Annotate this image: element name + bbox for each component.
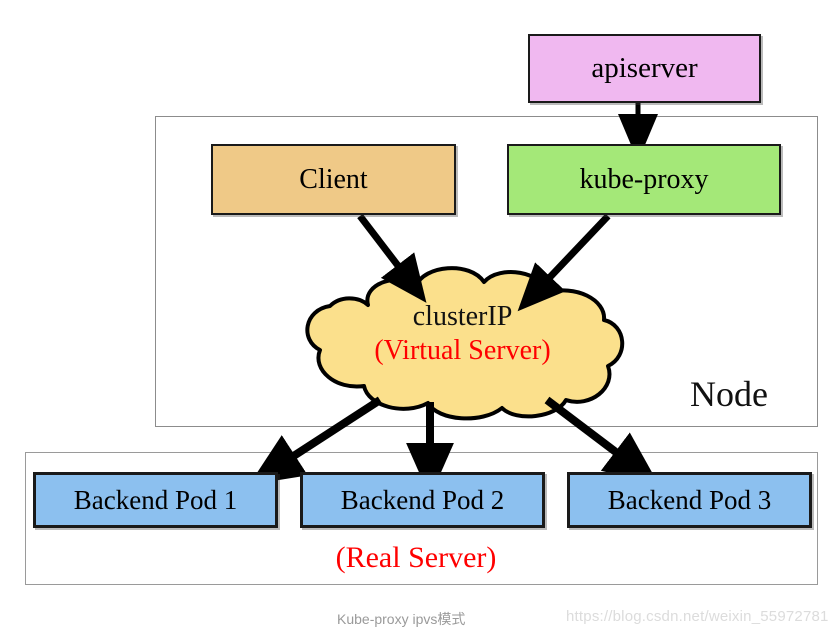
backend-pod-2[interactable]: Backend Pod 2 — [300, 472, 545, 528]
apiserver-node[interactable]: apiserver — [528, 34, 761, 103]
backend-pod-2-label: Backend Pod 2 — [340, 484, 505, 515]
client-node[interactable]: Client — [211, 144, 456, 215]
node-container — [155, 116, 818, 427]
kube-proxy-label: kube-proxy — [579, 163, 709, 195]
backend-pod-1-label: Backend Pod 1 — [73, 484, 238, 515]
watermark-text: https://blog.csdn.net/weixin_55972781 — [566, 608, 829, 625]
backend-pod-3[interactable]: Backend Pod 3 — [567, 472, 812, 528]
backend-pod-3-label: Backend Pod 3 — [607, 484, 772, 515]
backend-pod-1[interactable]: Backend Pod 1 — [33, 472, 278, 528]
kube-proxy-node[interactable]: kube-proxy — [507, 144, 781, 215]
apiserver-label: apiserver — [591, 52, 698, 85]
diagram-caption: Kube-proxy ipvs模式 — [337, 611, 466, 627]
client-label: Client — [299, 163, 368, 195]
real-server-label: (Real Server) — [335, 541, 497, 574]
node-container-label: Node — [690, 374, 768, 414]
